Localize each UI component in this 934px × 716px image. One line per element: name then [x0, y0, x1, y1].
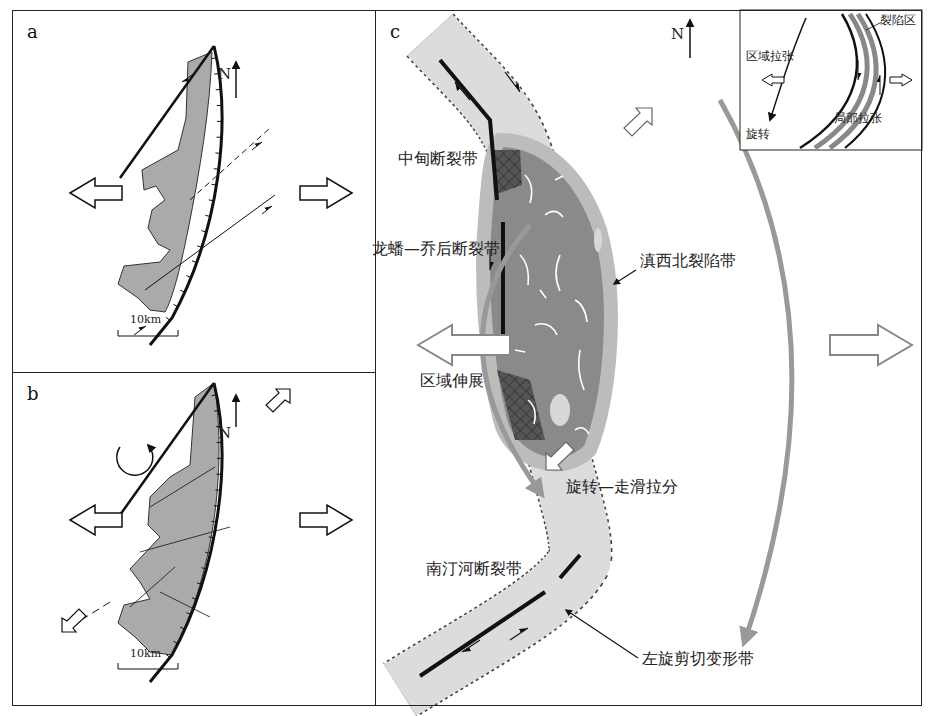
- fault-tick: [201, 568, 206, 569]
- fault-name: 龙蟠—乔后断裂带: [372, 240, 500, 258]
- fault-tick: [197, 583, 202, 585]
- fault-tick: [209, 199, 214, 201]
- fault-tick: [217, 442, 222, 443]
- fault-tick: [215, 152, 220, 153]
- panel-letter: c: [390, 21, 400, 42]
- fault-tick: [214, 410, 219, 412]
- fault-tick: [215, 489, 220, 490]
- fault-tick: [173, 304, 177, 306]
- north-label: N: [218, 66, 231, 83]
- fault-name: 南汀河断裂带: [426, 560, 522, 578]
- rift-name: 滇西北裂陷带: [640, 252, 736, 270]
- fault-tick: [205, 552, 210, 553]
- fault-tick: [186, 613, 191, 615]
- fault-tick: [180, 290, 185, 292]
- fault-tick: [166, 654, 170, 657]
- stress-label: 区域伸展: [420, 372, 484, 390]
- figure-panel: b: [12, 372, 376, 706]
- fault-tick: [217, 121, 222, 122]
- fault-tick: [201, 231, 206, 232]
- panel-a-figure: [70, 46, 352, 345]
- scale-label: 10km: [130, 314, 161, 327]
- fault-tick: [212, 184, 217, 186]
- fault-tick: [212, 394, 217, 396]
- panel-letter: b: [27, 383, 39, 404]
- panel-letter: a: [27, 21, 38, 42]
- fault-tick: [173, 641, 177, 643]
- fault-tick: [205, 215, 210, 216]
- mechanism-label: 旋转—走滑拉分: [566, 478, 678, 496]
- inset-label: 旋转: [746, 128, 770, 142]
- fault-tick: [216, 137, 221, 138]
- fault-tick: [216, 89, 221, 90]
- panel-b-figure: [62, 383, 352, 682]
- north-label: N: [218, 425, 231, 442]
- fault-tick: [216, 474, 221, 475]
- inset-label: 区域拉张: [746, 50, 794, 64]
- fault-name: 中甸断裂带: [398, 150, 478, 168]
- scale-label: 10km: [130, 648, 161, 661]
- fault-tick: [197, 246, 202, 248]
- fault-tick: [217, 458, 222, 459]
- figure-panel: a: [12, 10, 376, 373]
- shear-zone-name: 左旋剪切变形带: [642, 650, 754, 668]
- north-label: N: [671, 26, 684, 43]
- fault-tick: [180, 627, 185, 629]
- fault-tick: [214, 505, 219, 507]
- fault-tick: [209, 536, 214, 538]
- fault-tick: [212, 57, 217, 59]
- inset-label: 局部拉张: [834, 112, 882, 126]
- fault-tick: [212, 521, 217, 523]
- fault-tick: [214, 168, 219, 170]
- fault-tick: [217, 105, 222, 106]
- panel-c-figure: [400, 10, 922, 690]
- fault-tick: [192, 598, 197, 600]
- fault-tick: [186, 276, 191, 278]
- fault-tick: [192, 261, 197, 263]
- fault-tick: [166, 317, 170, 320]
- inset-label: 裂陷区: [880, 14, 916, 28]
